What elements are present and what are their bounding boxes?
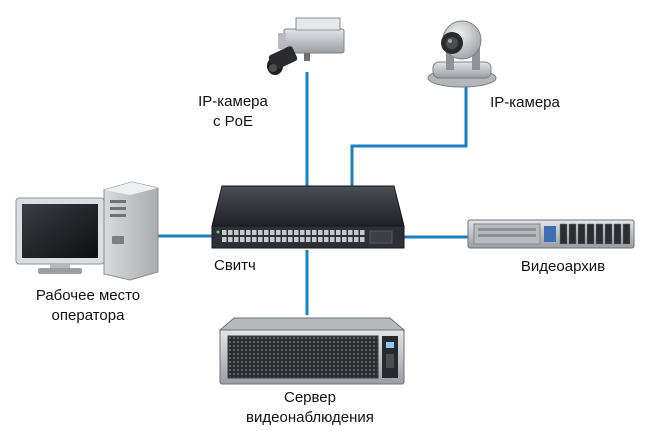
network-links xyxy=(155,72,468,315)
ip-camera-poe-icon xyxy=(267,17,345,75)
switch-port xyxy=(306,230,311,235)
drive-bay xyxy=(577,223,586,245)
switch-port xyxy=(222,237,227,242)
switch-port xyxy=(318,237,323,242)
switch-port xyxy=(270,237,275,242)
label-ip-camera-poe-line1: IP-камера xyxy=(198,93,268,110)
switch-port xyxy=(300,230,305,235)
switch-port xyxy=(342,237,347,242)
switch-port xyxy=(246,237,251,242)
switch-port xyxy=(252,230,257,235)
switch-port xyxy=(294,230,299,235)
drive-bay xyxy=(622,223,631,245)
label-surveillance-server: Сервер видеонаблюдения xyxy=(230,388,390,428)
switch-port xyxy=(342,230,347,235)
switch-port xyxy=(240,230,245,235)
switch-port xyxy=(348,230,353,235)
drive-bay xyxy=(568,223,577,245)
drive-bay xyxy=(586,223,595,245)
label-server-line1: Сервер xyxy=(283,389,336,406)
drive-bay xyxy=(595,223,604,245)
switch-port xyxy=(258,237,263,242)
switch-port xyxy=(264,230,269,235)
switch-port xyxy=(336,230,341,235)
switch-port xyxy=(282,230,287,235)
switch-port xyxy=(282,237,287,242)
label-switch: Свитч xyxy=(214,257,256,274)
switch-port xyxy=(276,237,281,242)
switch-port xyxy=(354,230,359,235)
switch-port xyxy=(360,230,365,235)
switch-port xyxy=(246,230,251,235)
drive-bay xyxy=(559,223,568,245)
switch-port xyxy=(306,237,311,242)
switch-port xyxy=(234,230,239,235)
label-video-archive: Видеоархив xyxy=(520,258,606,275)
network-switch-icon xyxy=(211,185,405,249)
switch-ports xyxy=(222,230,365,242)
switch-port xyxy=(264,237,269,242)
label-ip-camera: IP-камера xyxy=(490,94,560,111)
label-workstation: Рабочее место оператора xyxy=(18,286,158,326)
switch-port xyxy=(222,230,227,235)
switch-port xyxy=(252,237,257,242)
workstation-icon xyxy=(15,181,159,281)
label-ip-camera-poe-line2: с PoE xyxy=(212,113,254,130)
switch-port xyxy=(360,237,365,242)
switch-port xyxy=(300,237,305,242)
switch-port xyxy=(270,230,275,235)
switch-port xyxy=(288,230,293,235)
drive-bay xyxy=(604,223,613,245)
switch-port xyxy=(234,237,239,242)
switch-port xyxy=(348,237,353,242)
switch-port xyxy=(258,230,263,235)
label-workstation-line1: Рабочее место xyxy=(35,287,141,304)
label-ip-camera-poe: IP-камера с PoE xyxy=(178,92,288,132)
switch-port xyxy=(336,237,341,242)
switch-port xyxy=(354,237,359,242)
switch-port xyxy=(276,230,281,235)
archive-drive-bays xyxy=(559,223,631,245)
switch-port xyxy=(228,230,233,235)
switch-port xyxy=(330,237,335,242)
switch-port xyxy=(294,237,299,242)
switch-port xyxy=(312,237,317,242)
video-archive-icon xyxy=(467,219,635,249)
surveillance-server-icon xyxy=(218,317,406,385)
link-ipcam xyxy=(350,82,468,190)
ip-camera-ptz-icon xyxy=(427,20,497,88)
switch-port xyxy=(318,230,323,235)
switch-port xyxy=(324,230,329,235)
switch-port xyxy=(324,237,329,242)
switch-port xyxy=(288,237,293,242)
switch-port xyxy=(330,230,335,235)
label-server-line2: видеонаблюдения xyxy=(246,409,374,426)
drive-bay xyxy=(613,223,622,245)
switch-port xyxy=(240,237,245,242)
switch-port xyxy=(312,230,317,235)
switch-port xyxy=(228,237,233,242)
label-workstation-line2: оператора xyxy=(51,307,125,324)
